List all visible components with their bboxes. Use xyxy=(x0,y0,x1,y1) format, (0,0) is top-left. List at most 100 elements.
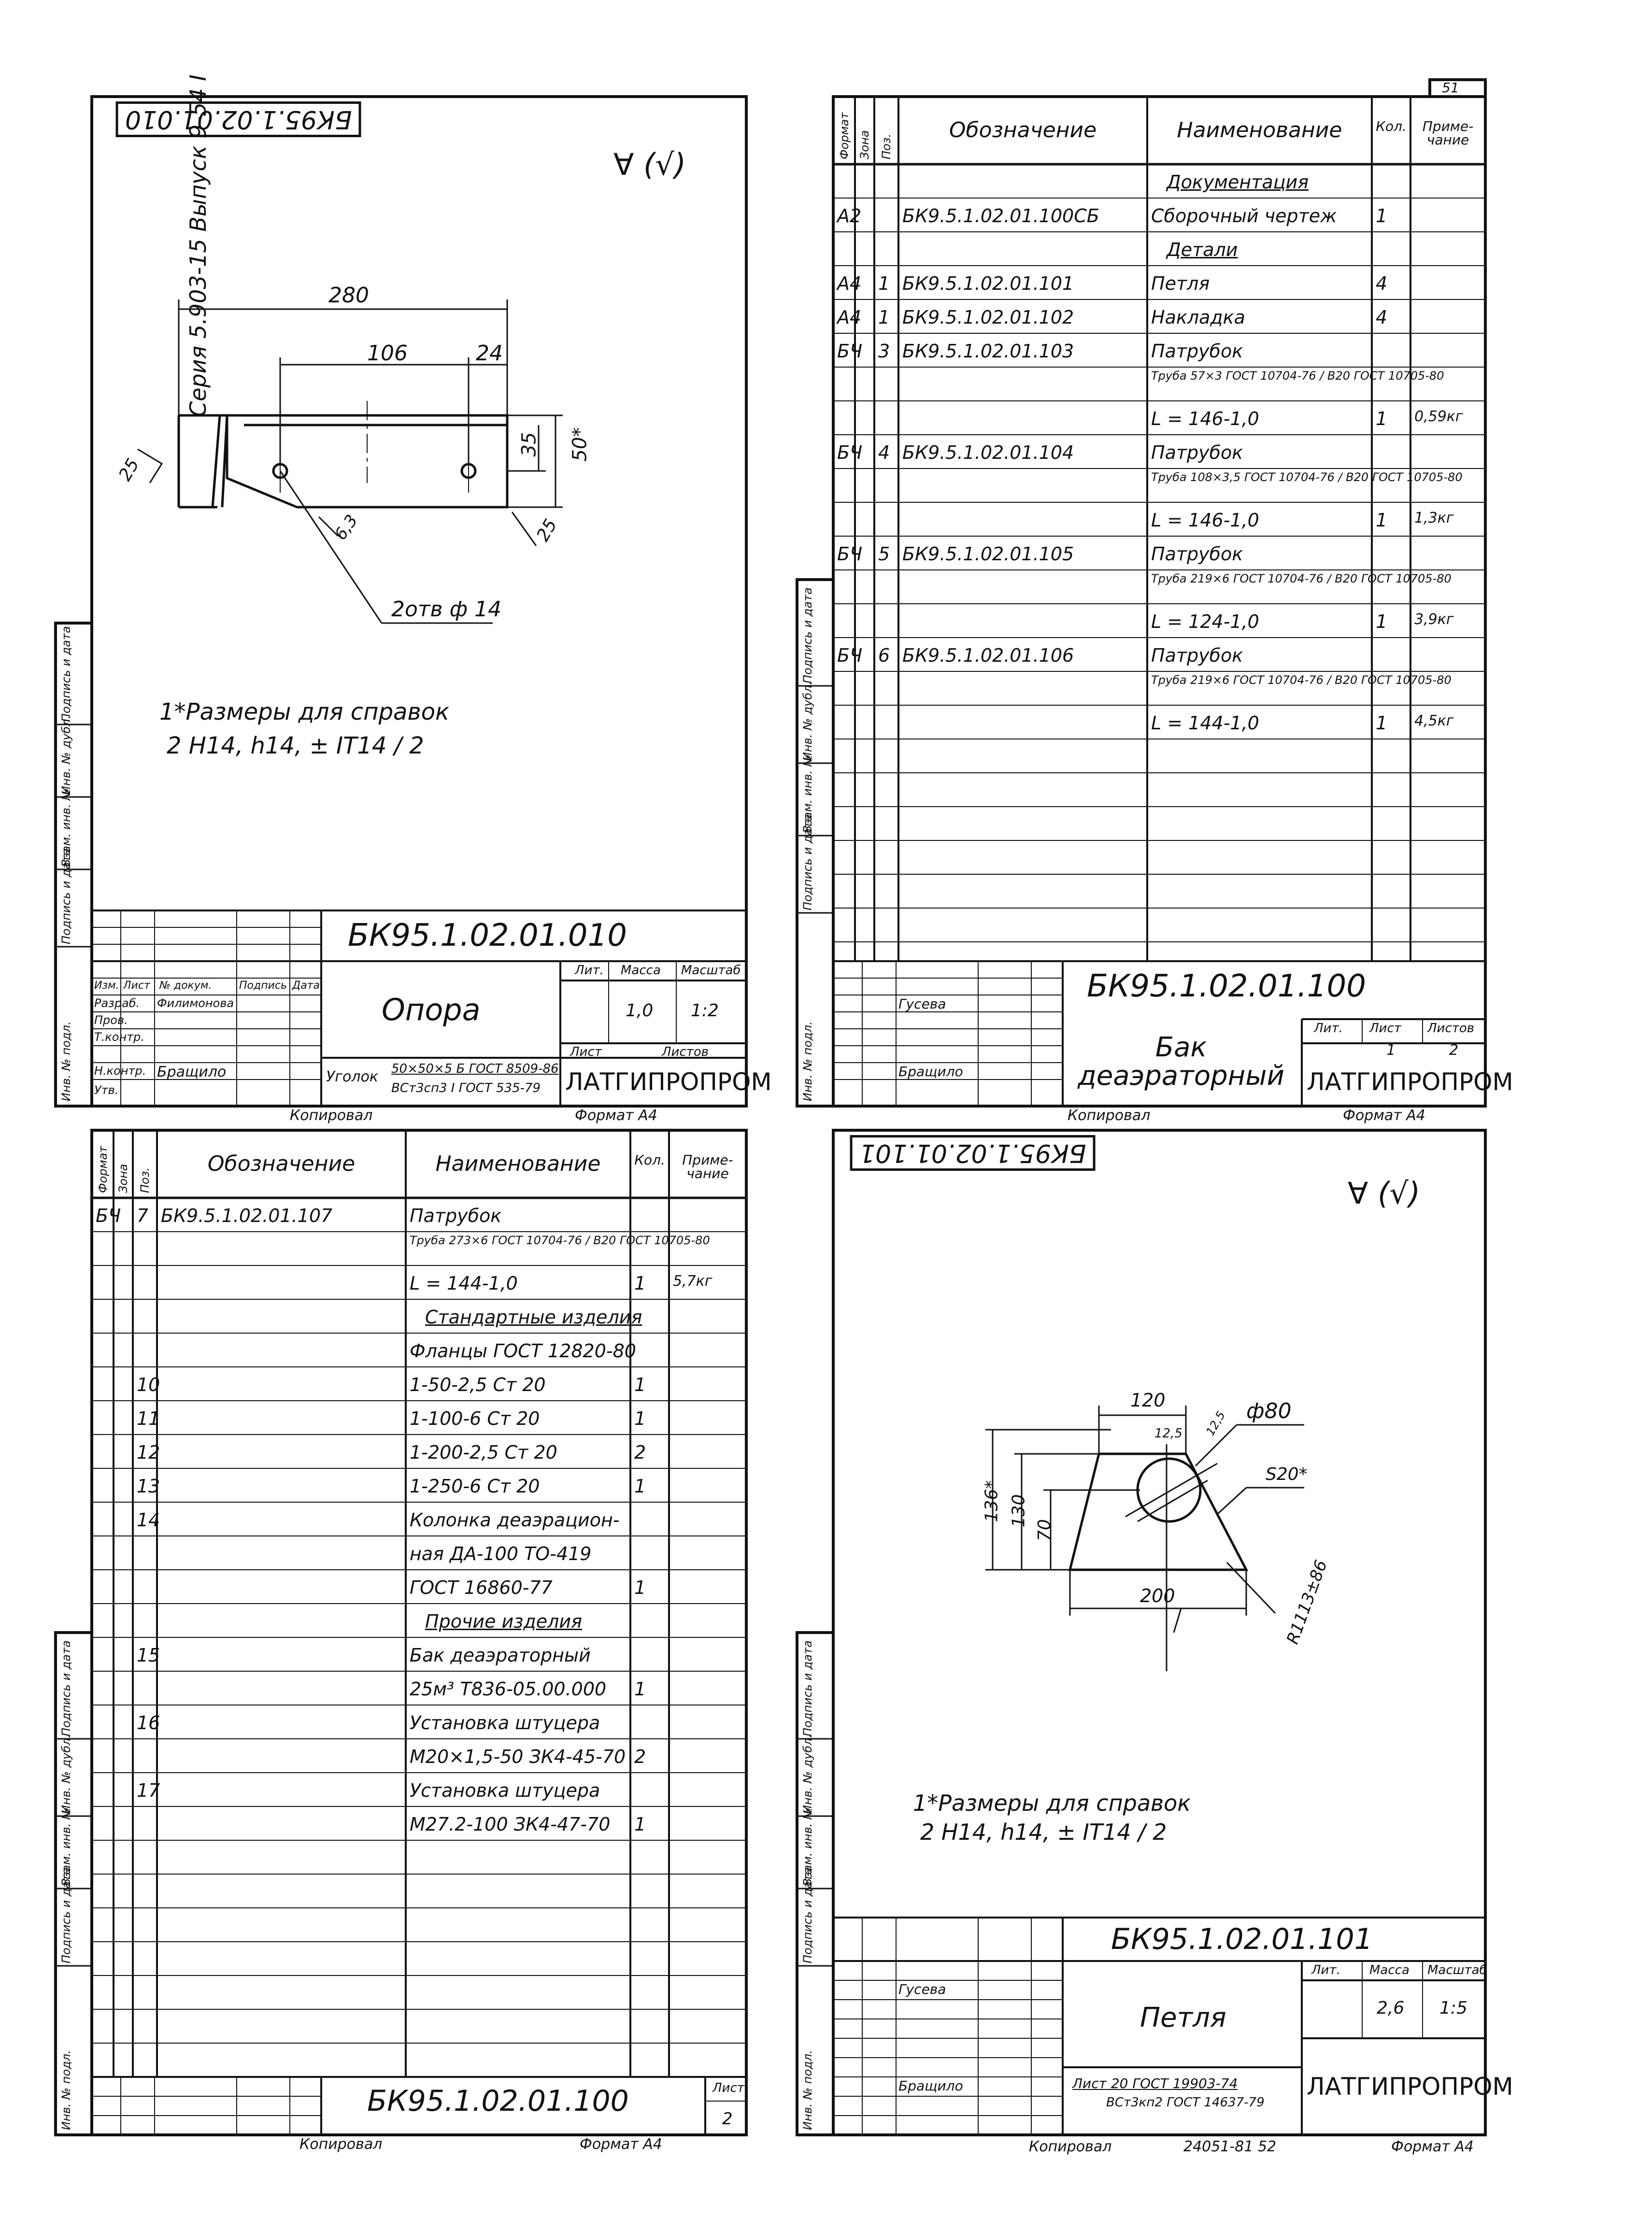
format-4: Формат А4 xyxy=(1391,2138,1474,2155)
spec3-cell-5-2: 10 xyxy=(137,1374,160,1395)
spec3-cell-14-4: 25м³ Т836-05.00.000 xyxy=(410,1678,607,1700)
doc-number: 24051-81 52 xyxy=(1183,2138,1277,2155)
dim-130: 130 xyxy=(1009,1494,1029,1528)
spec2-header-1: Зона xyxy=(858,130,871,159)
sheet2-sheet-header: Лист xyxy=(1369,1021,1401,1036)
spec2-cell-16-4: L = 144-1,0 xyxy=(1151,712,1259,734)
name-brashilo-4: Бращило xyxy=(898,2078,963,2094)
spec3-cell-16-4: М20×1,5-50 ЗК4-45-70 xyxy=(410,1746,626,1767)
spec3-cell-2-5: 1 xyxy=(634,1273,646,1294)
dim-280: 280 xyxy=(328,283,369,308)
side-label-3c: Взам. инв. № xyxy=(59,1807,73,1886)
spec2-cell-5-0: БЧ xyxy=(837,341,863,362)
spec3-cell-13-2: 15 xyxy=(137,1645,160,1666)
spec3-cell-9-4: Колонка деаэрацион- xyxy=(410,1509,620,1531)
sheet4-title: Петля xyxy=(1140,2002,1226,2033)
side-label-3e: Подпись и дата xyxy=(59,1640,73,1736)
spec3-cell-18-4: М27.2-100 ЗК4-47-70 xyxy=(410,1814,611,1835)
spec2-cell-8-2: 4 xyxy=(878,442,890,463)
side-label-4e: Подпись и дата xyxy=(801,1640,814,1736)
spec3-cell-7-5: 2 xyxy=(634,1442,646,1463)
spec3-cell-11-5: 1 xyxy=(634,1577,646,1598)
spec3-cell-13-4: Бак деаэраторный xyxy=(410,1645,591,1666)
spec3-cell-17-2: 17 xyxy=(137,1780,160,1801)
spec2-cell-6-4: Труба 57×3 ГОСТ 10704-76 / В20 ГОСТ 1070… xyxy=(1151,369,1444,383)
spec2-cell-4-2: 1 xyxy=(878,307,890,328)
name-brashilo-2: Бращило xyxy=(898,1064,963,1080)
role-tkontr: Т.контр. xyxy=(94,1030,145,1044)
spec2-cell-1-4: Сборочный чертеж xyxy=(1151,205,1337,227)
spec2-cell-8-3: БК9.5.1.02.01.104 xyxy=(902,442,1074,463)
sheet4-material-2: ВСт3кп2 ГОСТ 14637-79 xyxy=(1106,2095,1265,2110)
spec2-cell-1-5: 1 xyxy=(1376,205,1388,227)
side-label-1e: Подпись и дата xyxy=(59,626,73,722)
material-label: Уголок xyxy=(326,1068,379,1085)
spec2-header-0: Формат xyxy=(837,112,851,159)
side-label-2d: Инв. № дубл. xyxy=(801,681,814,761)
format-1: Формат А4 xyxy=(575,1107,657,1124)
spec2-cell-3-0: А4 xyxy=(837,273,862,294)
spec2-cell-8-4: Патрубок xyxy=(1151,442,1243,463)
spec2-cell-13-5: 1 xyxy=(1376,611,1388,632)
sheet1-code-upside: БК95.1.02.01.010 xyxy=(116,101,361,137)
hdr-doc: № докум. xyxy=(159,980,212,992)
role-nkontr: Н.контр. xyxy=(94,1064,146,1078)
sheet2-title: Бак деаэраторный xyxy=(1078,1032,1284,1092)
spec3-header-6: Приме-чание xyxy=(682,1152,733,1181)
spec2-cell-3-4: Петля xyxy=(1151,273,1210,294)
spec3-cell-17-4: Установка штуцера xyxy=(410,1780,600,1801)
page-number: 51 xyxy=(1442,80,1459,96)
spec2-cell-1-0: А2 xyxy=(837,205,862,227)
series-label: Серия 5.903-15 Выпуск 9-54 I xyxy=(185,74,211,417)
spec2-cell-4-3: БК9.5.1.02.01.102 xyxy=(902,307,1074,328)
spec3-cell-8-4: 1-250-6 Ст 20 xyxy=(410,1476,540,1497)
copied-2: Копировал xyxy=(1068,1107,1151,1124)
spec3-header-1: Зона xyxy=(116,1164,130,1193)
side-label-4d: Инв. № дубл. xyxy=(801,1734,814,1814)
side-label-3d: Инв. № дубл. xyxy=(59,1734,73,1814)
spec2-cell-4-4: Накладка xyxy=(1151,307,1245,328)
sheet4-lit-header: Лит. xyxy=(1311,1963,1340,1977)
spec2-cell-0-4: Документация xyxy=(1167,171,1309,193)
spec3-cell-0-4: Патрубок xyxy=(410,1205,502,1226)
spec3-cell-8-2: 13 xyxy=(137,1476,160,1497)
dim-35: 35 xyxy=(518,432,541,457)
sheet-header: Лист xyxy=(570,1045,602,1059)
spec2-cell-16-5: 1 xyxy=(1376,712,1388,734)
copied-3: Копировал xyxy=(299,2136,383,2153)
dim-200: 200 xyxy=(1140,1585,1175,1606)
material-2: ВСт3сп3 I ГОСТ 535-79 xyxy=(391,1081,541,1095)
spec2-cell-11-0: БЧ xyxy=(837,543,863,565)
side-label-2a: Инв. № подл. xyxy=(801,1021,814,1101)
spec2-cell-8-0: БЧ xyxy=(837,442,863,463)
name-guseva-4: Гусева xyxy=(898,1981,946,1997)
dim-s20: S20* xyxy=(1266,1464,1308,1484)
org-name-1: ЛАТГИПРОПРОМ xyxy=(565,1068,772,1096)
org-name-4: ЛАТГИПРОПРОМ xyxy=(1307,2073,1513,2101)
lit-header: Лит. xyxy=(575,963,604,978)
spec2-cell-2-4: Детали xyxy=(1167,239,1238,260)
side-label-4a: Инв. № подл. xyxy=(801,2050,814,2130)
sheet1-title: Опора xyxy=(382,992,481,1027)
role-prov: Пров. xyxy=(94,1013,128,1027)
spec2-header-6: Приме-чание xyxy=(1422,118,1474,148)
note4-1: 1*Размеры для справок xyxy=(913,1790,1191,1816)
role-razrab: Разраб. xyxy=(94,996,140,1010)
hdr-izm: Изм. xyxy=(94,980,119,992)
spec2-cell-4-0: А4 xyxy=(837,307,862,328)
spec3-cell-9-2: 14 xyxy=(137,1509,160,1531)
sheet4-scale-header: Масштаб xyxy=(1427,1963,1487,1977)
dim-24: 24 xyxy=(476,341,503,366)
hdr-date: Дата xyxy=(292,980,320,992)
spec2-cell-5-2: 3 xyxy=(878,341,890,362)
spec2-cell-14-0: БЧ xyxy=(837,645,863,666)
spec2-cell-12-4: Труба 219×6 ГОСТ 10704-76 / В20 ГОСТ 107… xyxy=(1151,572,1452,585)
side-label-3a: Инв. № подл. xyxy=(59,2050,73,2130)
spec2-header-5: Кол. xyxy=(1376,118,1407,134)
side-label-1a: Инв. № подл. xyxy=(59,1021,73,1101)
side-label-4c: Взам. инв. № xyxy=(801,1807,814,1886)
dim-106: 106 xyxy=(367,341,408,366)
sheet4-mass: 2,6 xyxy=(1377,1998,1405,2018)
